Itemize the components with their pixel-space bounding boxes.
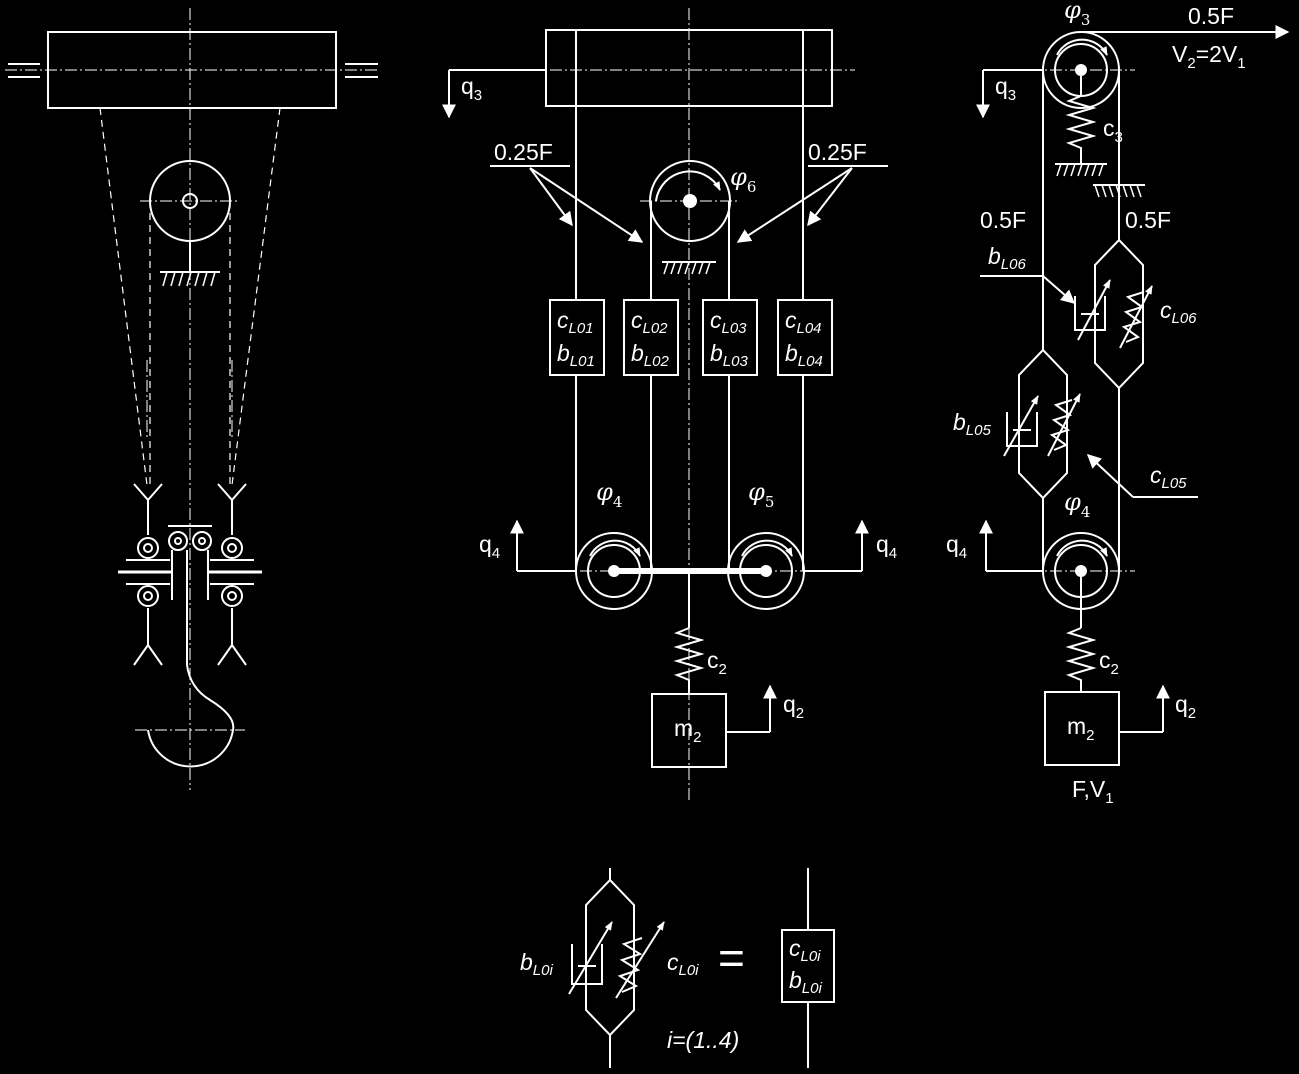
q4-label-left: q4 bbox=[479, 531, 500, 562]
svg-text:bL01: bL01 bbox=[557, 340, 595, 370]
legend-box-c: cL0i bbox=[789, 935, 821, 965]
force-025f-right: 0.25F bbox=[808, 139, 867, 165]
force-025f-left: 0.25F bbox=[494, 139, 553, 165]
phi5-label: φ5 bbox=[748, 478, 774, 511]
rope-element-4: cL04 bL04 bbox=[777, 299, 833, 376]
q3-label-mid: q3 bbox=[461, 73, 482, 104]
legend-b-label: bL0i bbox=[520, 949, 553, 979]
element-legend: bL0i cL0i = cL0i bL0i i=(1..4) bbox=[520, 868, 835, 1068]
c2-label-mid: c2 bbox=[707, 647, 727, 678]
middle-model: q3 φ6 0.25F 0.25F bbox=[442, 8, 897, 800]
bL05-label: bL05 bbox=[953, 409, 991, 439]
velocity-label: V2=2V1 bbox=[1172, 41, 1246, 72]
crane-hook bbox=[147, 550, 235, 768]
q3-label-right: q3 bbox=[995, 73, 1016, 104]
rope-element-2: cL02 bL02 bbox=[623, 299, 679, 376]
legend-c-label: cL0i bbox=[667, 949, 699, 979]
side-view bbox=[5, 8, 380, 790]
q2-label-mid: q2 bbox=[783, 691, 804, 722]
q4-label-right: q4 bbox=[946, 531, 967, 562]
mass-m2-mid bbox=[651, 693, 727, 768]
cL05-label: cL05 bbox=[1150, 462, 1187, 492]
legend-index: i=(1..4) bbox=[667, 1027, 739, 1053]
spring-c2-right bbox=[1065, 627, 1097, 692]
cL06-label: cL06 bbox=[1160, 297, 1197, 327]
rope-element-1: cL01 bL01 bbox=[549, 299, 605, 376]
phi3-label: φ3 bbox=[1064, 0, 1090, 29]
phi6-label: φ6 bbox=[730, 163, 756, 196]
svg-text:cL04: cL04 bbox=[785, 307, 822, 337]
force-05f-left: 0.5F bbox=[980, 207, 1026, 233]
legend-box-b: bL0i bbox=[789, 967, 822, 997]
hook-block-right bbox=[208, 483, 262, 666]
spring-c3 bbox=[1065, 95, 1097, 164]
force-05f-right: 0.5F bbox=[1125, 207, 1171, 233]
svg-text:bL04: bL04 bbox=[785, 340, 823, 370]
svg-text:m2: m2 bbox=[1067, 713, 1095, 744]
force-05f-top: 0.5F bbox=[1188, 3, 1234, 29]
svg-text:cL01: cL01 bbox=[557, 307, 594, 337]
q2-label-right: q2 bbox=[1175, 691, 1196, 722]
rope-element-L06 bbox=[1094, 238, 1144, 390]
c2-label-right: c2 bbox=[1099, 647, 1119, 678]
spring-c2-mid bbox=[673, 627, 705, 694]
svg-text:bL02: bL02 bbox=[631, 340, 669, 370]
right-model: φ3 0.5F V2=2V1 q3 c3 0.5F bbox=[946, 0, 1290, 807]
legend-equals: = bbox=[718, 932, 745, 984]
svg-text:cL02: cL02 bbox=[631, 307, 668, 337]
rope-element-3: cL03 bL03 bbox=[702, 299, 758, 376]
hook-block-left bbox=[118, 483, 172, 666]
mass-m2-right bbox=[1044, 691, 1120, 766]
svg-text:bL03: bL03 bbox=[710, 340, 748, 370]
bL06-label: bL06 bbox=[988, 243, 1026, 273]
phi4-label-right: φ4 bbox=[1064, 488, 1090, 521]
q4-label-midright: q4 bbox=[876, 531, 897, 562]
svg-text:cL03: cL03 bbox=[710, 307, 747, 337]
phi4-label-mid: φ4 bbox=[596, 478, 622, 511]
svg-text:m2: m2 bbox=[674, 715, 702, 746]
fv-label: F,V1 bbox=[1072, 776, 1114, 807]
